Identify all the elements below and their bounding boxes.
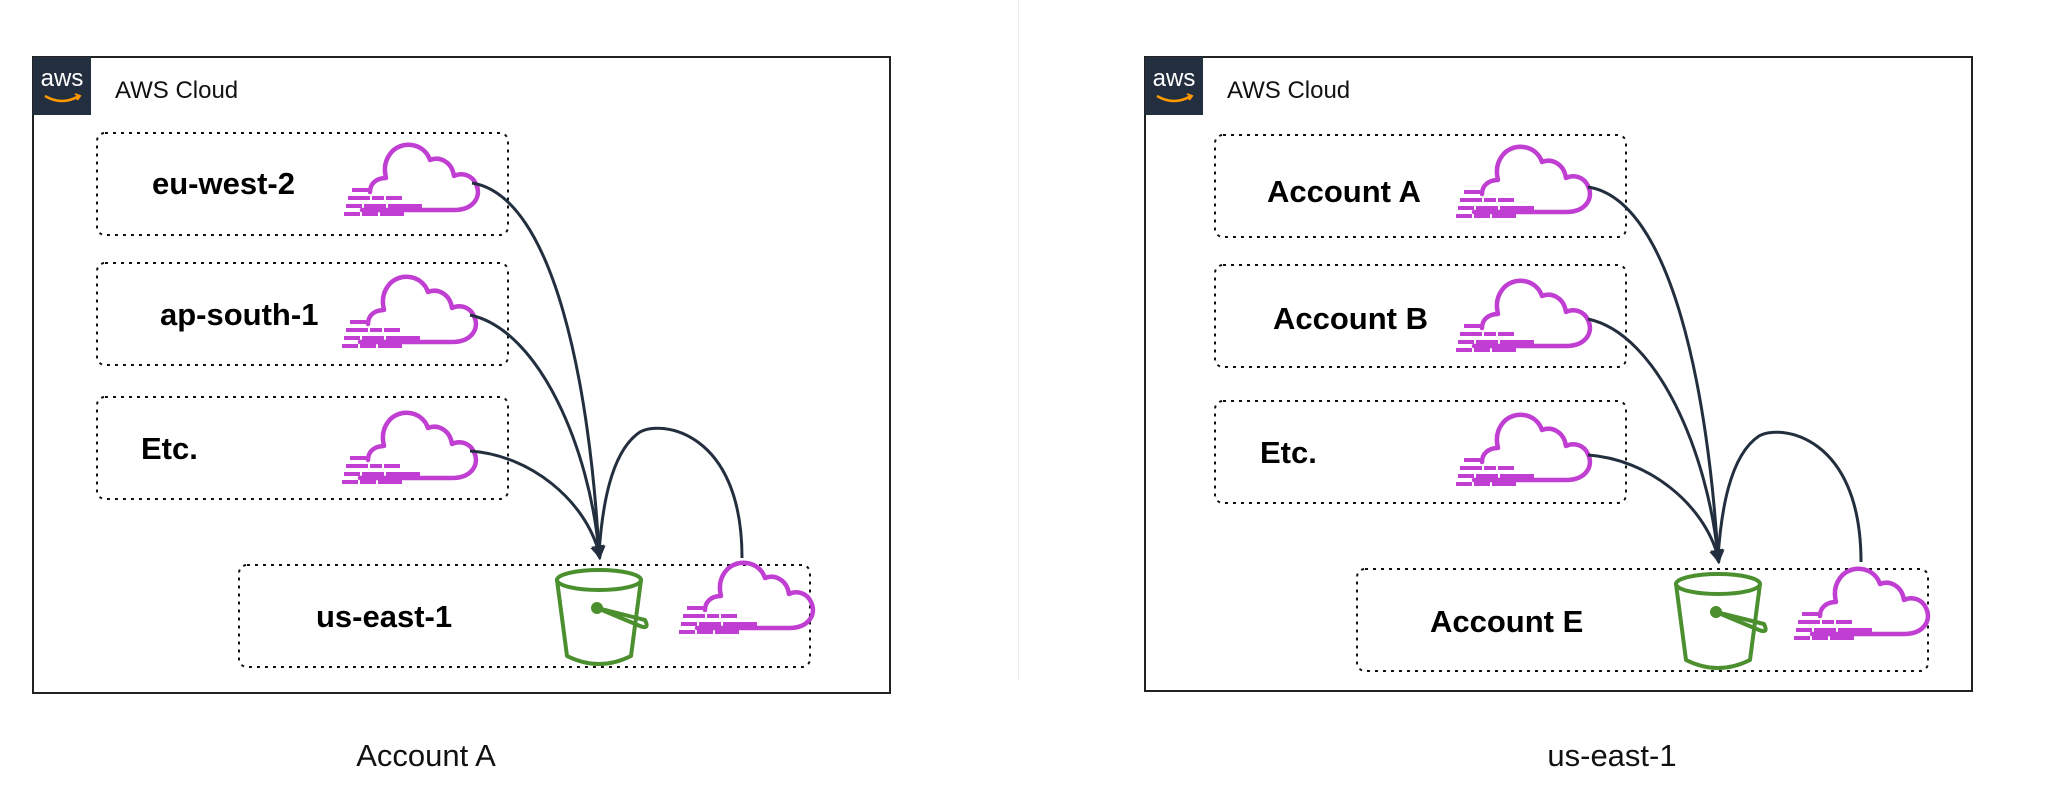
flow-arrow-4 [1716, 430, 1863, 563]
flow-arrow-2 [469, 313, 606, 560]
flow-arrow-3 [469, 449, 604, 560]
cloudtrail-icon [344, 413, 476, 482]
aws-smile-icon [1156, 94, 1192, 103]
group-label-3: Etc. [141, 431, 198, 466]
aws-smile-arrow-icon [1186, 93, 1194, 101]
s3-bucket-icon [555, 568, 649, 666]
panel-right: aws AWS Cloud Account A Account B Etc. A… [1112, 0, 2058, 808]
flow-arrow-3 [1587, 453, 1723, 564]
aws-smile-arrow-icon [74, 93, 82, 101]
group-box-2 [1214, 264, 1627, 368]
target-label: us-east-1 [316, 599, 452, 634]
target-label: Account E [1430, 604, 1583, 639]
panel-left-svg: aws AWS Cloud eu-west-2 ap-south-1 Etc. … [32, 56, 891, 773]
cloudtrail-icon [1458, 281, 1590, 350]
frame-label: AWS Cloud [115, 77, 238, 104]
flow-arrow-1 [1587, 185, 1725, 564]
cloudtrail-icon [1796, 569, 1928, 638]
group-label-2: Account B [1273, 301, 1428, 336]
cloudtrail-icon [681, 563, 813, 632]
group-box-1 [1214, 134, 1627, 238]
cloudtrail-icon [1458, 415, 1590, 484]
cloudtrail-icon [344, 277, 476, 346]
s3-bucket-icon [1674, 572, 1768, 670]
group-box-3 [96, 396, 509, 500]
cloudtrail-icon [1458, 147, 1590, 216]
aws-cloud-frame [1144, 56, 1973, 692]
aws-smile-icon [44, 94, 80, 103]
flow-arrow-2 [1587, 317, 1725, 564]
panel-left: aws AWS Cloud eu-west-2 ap-south-1 Etc. … [32, 56, 891, 773]
panel-right-svg: aws AWS Cloud Account A Account B Etc. A… [1144, 56, 1973, 773]
flow-arrow-4 [597, 426, 744, 559]
group-box-3 [1214, 400, 1627, 504]
cloudtrail-icon [346, 145, 478, 214]
group-label-2: ap-south-1 [160, 297, 318, 332]
group-label-1: eu-west-2 [152, 166, 295, 201]
aws-logo-badge [33, 57, 91, 115]
group-label-3: Etc. [1260, 435, 1317, 470]
group-label-1: Account A [1267, 174, 1421, 209]
aws-logo-badge [1145, 57, 1203, 115]
group-box-2 [96, 262, 509, 366]
aws-logo-text: aws [41, 65, 84, 92]
panel-caption: us-east-1 [1547, 738, 1676, 773]
panel-caption: Account A [356, 738, 496, 773]
group-box-1 [96, 132, 509, 236]
frame-label: AWS Cloud [1227, 77, 1350, 104]
aws-logo-text: aws [1153, 65, 1196, 92]
flow-arrow-1 [471, 181, 606, 560]
aws-cloud-frame [32, 56, 891, 694]
panel-divider [1018, 0, 1019, 680]
